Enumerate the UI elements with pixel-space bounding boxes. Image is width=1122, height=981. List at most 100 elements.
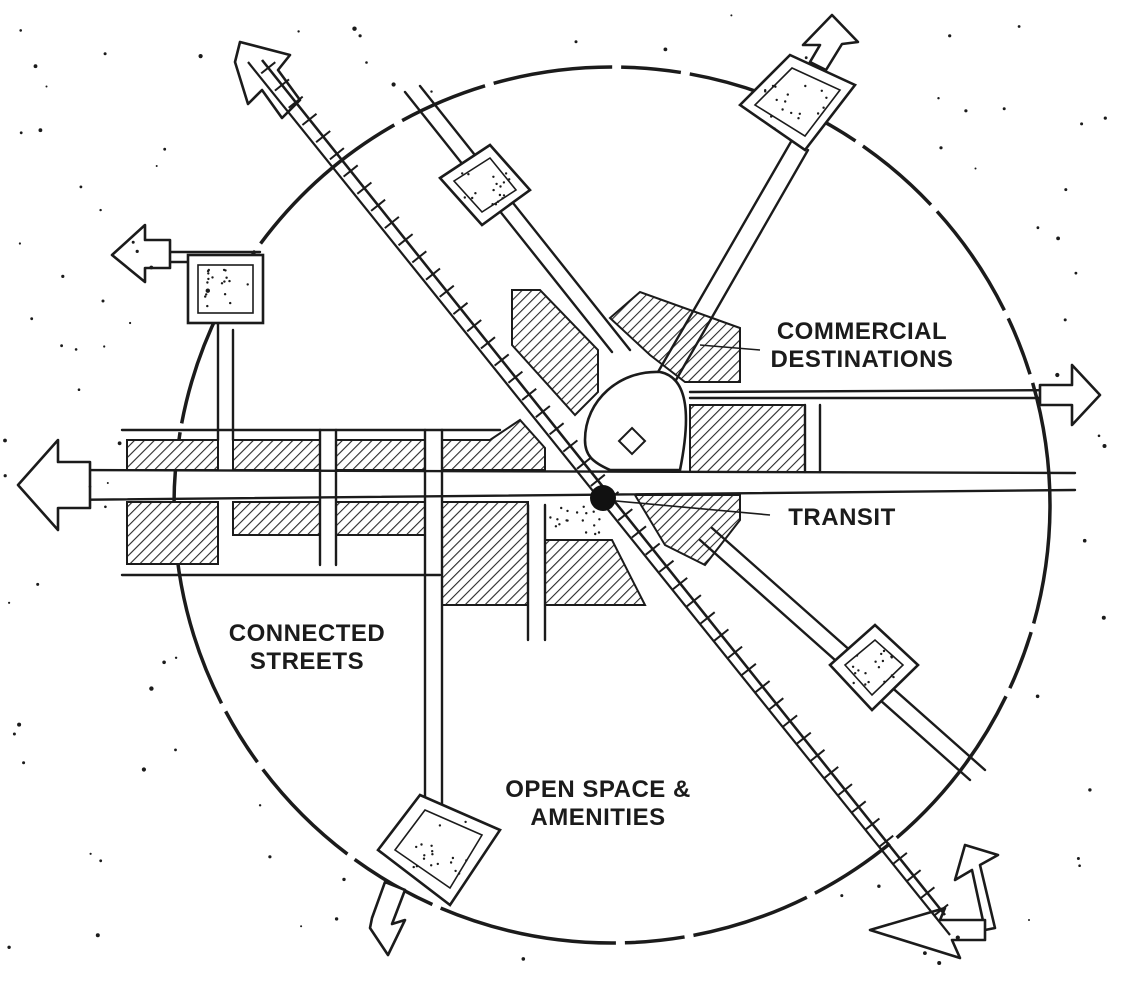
stipple-dot	[74, 348, 78, 351]
stipple-dot	[939, 146, 943, 150]
stipple-dot	[8, 601, 11, 604]
stipple-dot	[1028, 919, 1030, 921]
park-dot	[461, 172, 464, 175]
stipple-dot	[12, 732, 16, 736]
stipple-dot	[99, 208, 102, 212]
stipple-dot	[19, 29, 23, 32]
transit-leader-line	[604, 499, 771, 516]
park-dot	[204, 295, 207, 298]
stipple-dot	[334, 917, 339, 921]
park-dot	[211, 276, 214, 279]
park-dot	[575, 511, 579, 514]
park-dot	[797, 117, 800, 120]
label-commercial-line-2: DESTINATIONS	[770, 346, 954, 373]
park-dot	[502, 194, 506, 197]
park-dot	[890, 656, 893, 659]
stipple-dot	[1035, 694, 1040, 699]
park-dot	[554, 525, 558, 528]
park-dot	[228, 279, 231, 283]
stipple-dot	[730, 14, 733, 17]
park-dot	[771, 84, 775, 88]
stipple-dot	[937, 97, 940, 100]
rail-tie	[493, 353, 510, 367]
park-dot	[415, 865, 419, 868]
park-dot	[496, 200, 500, 203]
label-transit-line-1: TRANSIT	[788, 504, 896, 531]
commercial-blocks	[126, 289, 806, 606]
park-dot	[222, 268, 226, 272]
stipple-dot	[365, 61, 368, 64]
stipple-dot	[198, 54, 203, 59]
rail-tie	[864, 817, 881, 831]
park-dot	[223, 293, 227, 296]
stipple-dot	[36, 582, 40, 586]
park-dot	[471, 196, 474, 200]
park-dot	[502, 181, 506, 184]
stipple-dot	[3, 438, 7, 443]
park-dot	[864, 683, 867, 686]
park-dot	[822, 106, 825, 109]
park-dot	[431, 853, 434, 856]
stipple-dot	[297, 30, 300, 33]
rail-tie	[452, 302, 469, 315]
label-commercial-destinations: COMMERCIAL DESTINATIONS	[771, 318, 954, 374]
rail-tie	[754, 680, 771, 693]
park-dot	[508, 178, 511, 181]
stipple-dot	[1088, 788, 1092, 792]
rail-tie	[342, 164, 359, 178]
stipple-dot	[1017, 25, 1021, 28]
park-dot	[560, 506, 563, 510]
park-dot	[492, 175, 495, 178]
rail-tie	[411, 250, 427, 264]
park-dot	[784, 100, 787, 103]
stipple-dot	[1097, 434, 1101, 438]
stipple-dot	[1076, 857, 1080, 860]
rail-tie	[562, 439, 579, 453]
park-dot	[415, 845, 418, 849]
stipple-dot	[923, 951, 927, 955]
rail-tie	[274, 78, 290, 92]
park-dot	[857, 669, 860, 672]
park-dot	[798, 112, 801, 116]
park-dot	[449, 861, 453, 864]
park-dot	[423, 854, 426, 857]
park-dot	[549, 516, 552, 519]
stipple-dot	[1101, 615, 1106, 620]
stipple-dot	[937, 961, 942, 965]
park-dot	[883, 680, 886, 683]
stipple-dot	[77, 388, 81, 392]
park-dot	[558, 523, 561, 526]
stipple-dot	[352, 26, 357, 31]
park-dot	[581, 519, 584, 522]
stipple-dot	[1103, 116, 1107, 120]
park-dot	[491, 203, 494, 206]
park-dot	[825, 96, 828, 100]
stipple-dot	[1082, 538, 1087, 543]
stipple-dot	[163, 147, 167, 151]
rail-tie	[439, 284, 455, 298]
rail-tie	[796, 731, 812, 745]
stipple-dot	[948, 34, 952, 38]
park-dot	[467, 173, 470, 176]
park-dot	[781, 108, 784, 111]
stipple-dot	[964, 109, 968, 113]
park-dot	[592, 510, 595, 513]
park-dot	[501, 197, 504, 200]
park-dot	[565, 519, 568, 522]
park-dot	[774, 85, 777, 88]
park-dot	[892, 675, 895, 679]
stipple-dot	[60, 344, 63, 348]
stipple-dot	[174, 748, 177, 752]
stipple-dot	[840, 894, 844, 898]
park-dot	[492, 188, 495, 192]
park-dot	[816, 112, 820, 115]
background-stipple	[3, 14, 1107, 965]
stipple-dot	[258, 804, 262, 807]
park-dot	[566, 509, 569, 513]
label-open-space-amenities: OPEN SPACE & AMENITIES	[505, 776, 691, 832]
rail-tie	[919, 886, 936, 900]
stipple-dot	[342, 877, 346, 882]
rail-ties	[260, 61, 949, 917]
stipple-dot	[129, 321, 132, 325]
